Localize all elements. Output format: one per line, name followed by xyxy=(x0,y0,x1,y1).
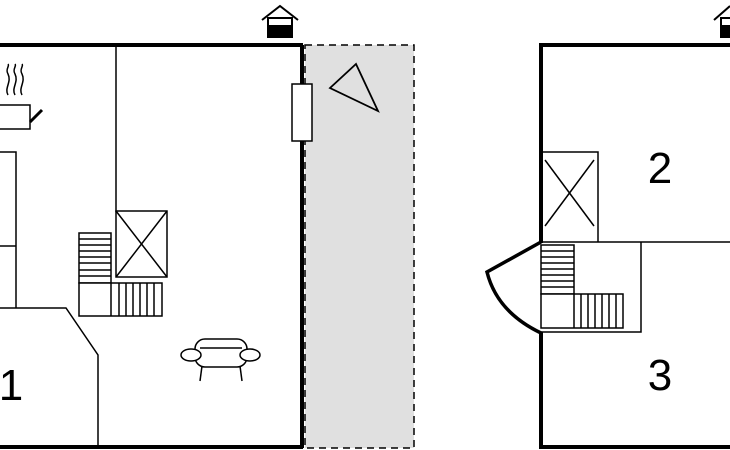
terrace-area xyxy=(304,44,415,449)
house-entrance-icon xyxy=(261,4,299,38)
stairs-icon xyxy=(78,232,163,317)
armchair-icon xyxy=(180,338,261,382)
room-number-3: 3 xyxy=(648,351,672,400)
right-interior-walls xyxy=(541,151,730,333)
cooking-pot-icon xyxy=(0,63,44,130)
triangle-icon xyxy=(328,62,380,113)
right-building-walls xyxy=(539,43,730,449)
stairs-icon-2 xyxy=(540,244,624,329)
left-interior-walls xyxy=(0,45,117,447)
window-right-wall xyxy=(291,83,313,142)
crossed-square-icon-2 xyxy=(544,159,595,227)
room-number-2: 2 xyxy=(648,144,672,193)
house-entrance-icon-2 xyxy=(713,5,730,38)
bay-window xyxy=(484,240,542,335)
crossed-square-icon xyxy=(115,210,168,278)
room-number-1: 1 xyxy=(0,361,23,410)
